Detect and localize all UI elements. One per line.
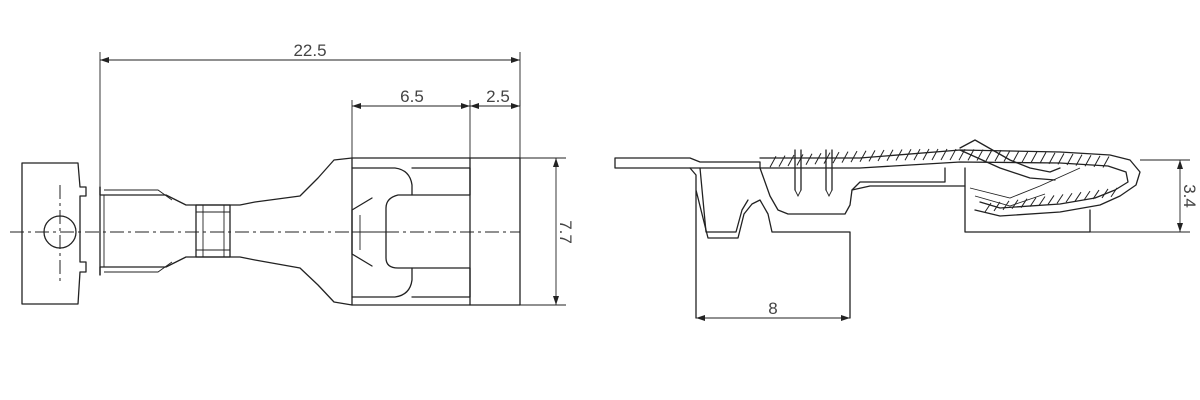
- hatch-line: [778, 155, 786, 167]
- hatch-line: [922, 148, 930, 161]
- hatch-line: [1003, 150, 1011, 162]
- dim-label-side-height: 3.4: [1180, 184, 1199, 208]
- side-body-outline: [689, 167, 851, 319]
- hatch-line: [877, 149, 885, 162]
- hatch-line: [1030, 151, 1038, 164]
- hatch-line: [1047, 195, 1055, 205]
- side-base-strip: [614, 157, 761, 169]
- hatch-line: [787, 154, 795, 167]
- hatch-line: [814, 152, 822, 165]
- hatch-line: [1083, 190, 1091, 201]
- dimension-contact-length: 6.5: [351, 87, 471, 158]
- hatch-line: [1012, 150, 1020, 163]
- dimension-side-length: 8: [696, 299, 850, 321]
- hatch-line: [1110, 187, 1118, 198]
- carrier-strip: [21, 162, 87, 305]
- dimension-width: 7.7: [520, 157, 575, 306]
- hatch-line: [993, 201, 1001, 212]
- hatch-line: [1093, 155, 1101, 168]
- dim-label-side-length: 8: [768, 299, 777, 318]
- top-view: 22.5 6.5 2.5 7.7: [10, 41, 575, 306]
- hatch-line: [1101, 188, 1109, 199]
- dimension-side-height: 3.4: [1090, 159, 1199, 233]
- dimension-tip-length: 2.5: [470, 87, 521, 109]
- hatch-line: [1074, 191, 1082, 202]
- hatch-line: [886, 149, 894, 161]
- hatch-line: [859, 150, 867, 162]
- hatch-line: [913, 148, 921, 161]
- crimp-pins: [794, 149, 833, 198]
- hatch-line: [904, 149, 912, 161]
- hatch-line: [1048, 152, 1056, 165]
- dim-label-total: 22.5: [293, 41, 326, 60]
- hatch-line: [940, 148, 948, 161]
- hatch-line: [850, 150, 858, 163]
- hatch-line: [832, 151, 840, 164]
- hatch-line: [1102, 156, 1110, 168]
- hatch-line: [769, 156, 777, 168]
- hatch-line: [1038, 196, 1046, 206]
- spring-tongue: [959, 139, 1061, 181]
- hatch-line: [1039, 152, 1047, 164]
- side-view: 8 3.4: [614, 139, 1199, 321]
- hatched-wall: [759, 148, 1141, 217]
- dim-label-contact: 6.5: [400, 87, 424, 106]
- hatch-line: [958, 148, 966, 161]
- dim-label-tip: 2.5: [486, 87, 510, 106]
- hatch-line: [1029, 197, 1037, 207]
- hatch-line: [1065, 193, 1073, 203]
- hatch-line: [868, 150, 876, 162]
- hatch-line: [1084, 154, 1092, 167]
- hatch-line: [1075, 154, 1083, 166]
- hatch-line: [1092, 189, 1100, 200]
- hatch-line: [1021, 151, 1029, 163]
- hatch-line: [931, 148, 939, 161]
- hatch-line: [823, 152, 831, 164]
- hatch-line: [841, 151, 849, 163]
- hatch-line: [1002, 200, 1010, 211]
- hatch-line: [796, 154, 804, 166]
- hatch-line: [805, 153, 813, 166]
- hatch-line: [985, 149, 993, 162]
- hatch-line: [984, 202, 992, 213]
- hatch-line: [895, 149, 903, 161]
- dimension-total-length: 22.5: [99, 41, 521, 187]
- hatch-line: [949, 148, 957, 161]
- hatch-line: [1056, 194, 1064, 204]
- hatch-line: [994, 149, 1002, 162]
- hatch-line: [1066, 153, 1074, 166]
- dim-label-width: 7.7: [556, 220, 575, 244]
- wire-crimp: [195, 204, 231, 258]
- hatch-line: [1057, 153, 1065, 165]
